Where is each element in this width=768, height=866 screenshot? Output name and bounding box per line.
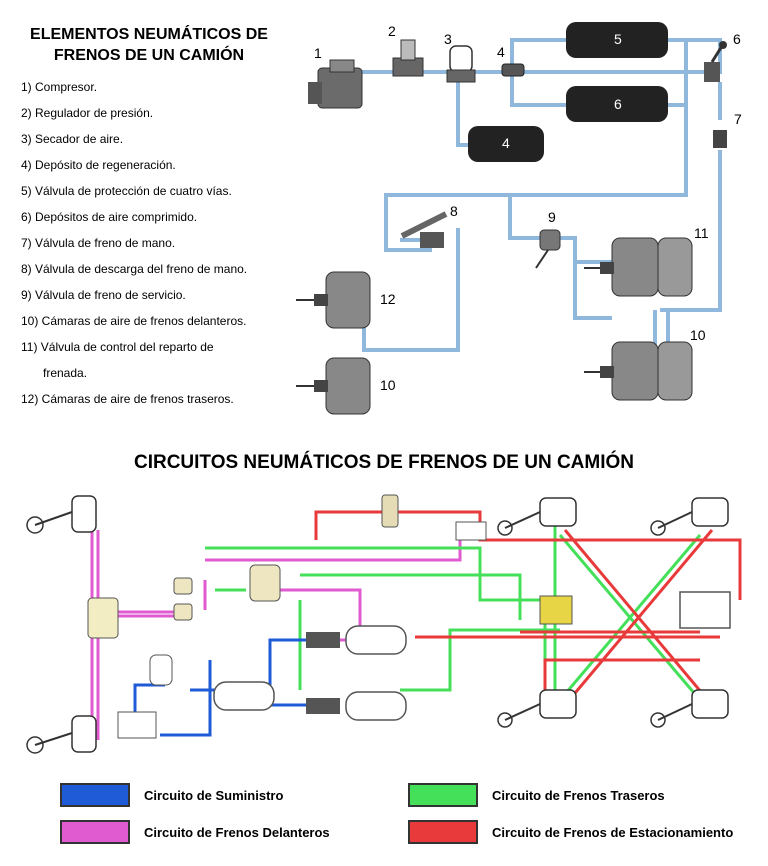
label-distribution-valve: 9	[548, 209, 556, 225]
quick-release-valve	[173, 577, 193, 595]
supply-circuit	[133, 638, 310, 737]
label-hand-brake-valve: 6	[733, 31, 741, 47]
legend-label-parking: Circuito de Frenos de Estacionamiento	[492, 824, 734, 840]
steering-box	[87, 597, 119, 639]
primary-tank	[213, 681, 275, 711]
rear-wheel-upper-left	[497, 497, 577, 536]
component-list: 1) Compresor. 2) Regulador de presión. 3…	[21, 77, 247, 415]
list-item: 4) Depósito de regeneración.	[21, 158, 176, 172]
list-item: 2) Regulador de presión.	[21, 106, 154, 120]
air-pipes	[362, 38, 722, 352]
legend-swatch-parking	[408, 820, 478, 844]
compressor	[308, 59, 363, 109]
label-front-chamber-upper: 12	[380, 291, 396, 307]
service-brake-valve	[400, 211, 448, 248]
legend-swatch-rear	[408, 783, 478, 807]
spring-brake-valve	[679, 591, 731, 629]
rear-brake-circuit	[205, 500, 702, 701]
compressor-unit	[117, 711, 157, 739]
label-tank-upper: 5	[614, 31, 622, 47]
wet-tank	[345, 625, 407, 655]
label-front-chamber-lower: 10	[380, 377, 396, 393]
regeneration-tank	[468, 126, 544, 162]
list-item: 9) Válvula de freno de servicio.	[21, 288, 186, 302]
pressure-regulator	[392, 39, 424, 77]
rear-wheel-lower-right	[650, 689, 729, 728]
relief-valve	[455, 521, 487, 541]
label-regulator: 2	[388, 23, 396, 39]
list-item: 10) Cámaras de aire de frenos delanteros…	[21, 314, 247, 328]
legend-supply: Circuito de Suministro	[60, 783, 283, 807]
four-way-valve	[501, 63, 525, 77]
front-brake-chamber-upper	[296, 271, 371, 329]
rear-wheel-lower-left	[497, 689, 577, 728]
list-item: 6) Depósitos de aire comprimido.	[21, 210, 198, 224]
hand-brake-relief-valve	[713, 130, 727, 148]
legend-swatch-supply	[60, 783, 130, 807]
front-brake-chamber-lower	[296, 357, 371, 415]
legend-label-rear: Circuito de Frenos Traseros	[492, 787, 665, 803]
top-title-line1: ELEMENTOS NEUMÁTICOS DE	[30, 26, 268, 43]
list-item: 7) Válvula de freno de mano.	[21, 236, 176, 250]
list-item: 11) Válvula de control del reparto de	[21, 340, 214, 354]
top-schematic: 1 2 3 4 5 6 6 7 8 9 11 12 10 10 4	[296, 22, 742, 415]
top-title: ELEMENTOS NEUMÁTICOS DE FRENOS DE UN CAM…	[18, 24, 280, 66]
check-valve-upper	[306, 632, 340, 648]
front-brake-circuit	[90, 530, 462, 740]
foot-brake-valve	[249, 564, 281, 602]
label-rear-chamber-lower: 10	[690, 327, 706, 343]
air-dryer	[446, 45, 476, 83]
label-relief-valve: 7	[734, 111, 742, 127]
legend-parking: Circuito de Frenos de Estacionamiento	[408, 820, 733, 844]
air-dryer-unit	[149, 654, 173, 686]
relay-valve-rear	[539, 595, 573, 625]
list-item: 3) Secador de aire.	[21, 132, 124, 146]
list-item-continuation: frenada.	[43, 366, 88, 380]
label-compressor: 1	[314, 45, 322, 61]
air-tank-lower	[566, 86, 668, 122]
list-item: 5) Válvula de protección de cuatro vías.	[21, 184, 232, 198]
relay-valve	[173, 603, 193, 621]
legend-swatch-front	[60, 820, 130, 844]
list-item: 12) Cámaras de aire de frenos traseros.	[21, 392, 234, 406]
top-title-line2: FRENOS DE UN CAMIÓN	[53, 47, 245, 64]
label-dryer: 3	[444, 31, 452, 47]
legend-rear: Circuito de Frenos Traseros	[408, 783, 665, 807]
hand-brake-valve	[704, 41, 727, 82]
legend-front: Circuito de Frenos Delanteros	[60, 820, 330, 844]
label-regeneration-tank: 4	[502, 135, 510, 151]
parking-brake-circuit	[314, 500, 742, 706]
rear-brake-chamber-upper	[584, 237, 693, 297]
front-wheel-upper-left	[26, 495, 97, 534]
label-four-way-valve: 4	[497, 44, 505, 60]
label-service-brake-valve: 8	[450, 203, 458, 219]
brake-distribution-valve	[535, 229, 561, 269]
parking-control-valve	[381, 494, 399, 528]
list-item: 8) Válvula de descarga del freno de mano…	[21, 262, 248, 276]
check-valve-lower	[306, 698, 340, 714]
circuits-title: CIRCUITOS NEUMÁTICOS DE FRENOS DE UN CAM…	[133, 452, 634, 473]
front-wheel-lower-left	[26, 715, 97, 754]
label-tank-lower: 6	[614, 96, 622, 112]
legend-label-supply: Circuito de Suministro	[144, 787, 284, 803]
label-rear-chamber-upper: 11	[694, 225, 709, 241]
air-tank-upper	[566, 22, 668, 58]
list-item: 1) Compresor.	[21, 80, 98, 94]
rear-wheel-upper-right	[650, 497, 729, 536]
rear-brake-chamber-lower	[584, 341, 693, 401]
legend-label-front: Circuito de Frenos Delanteros	[144, 824, 330, 840]
secondary-tank	[345, 691, 407, 721]
